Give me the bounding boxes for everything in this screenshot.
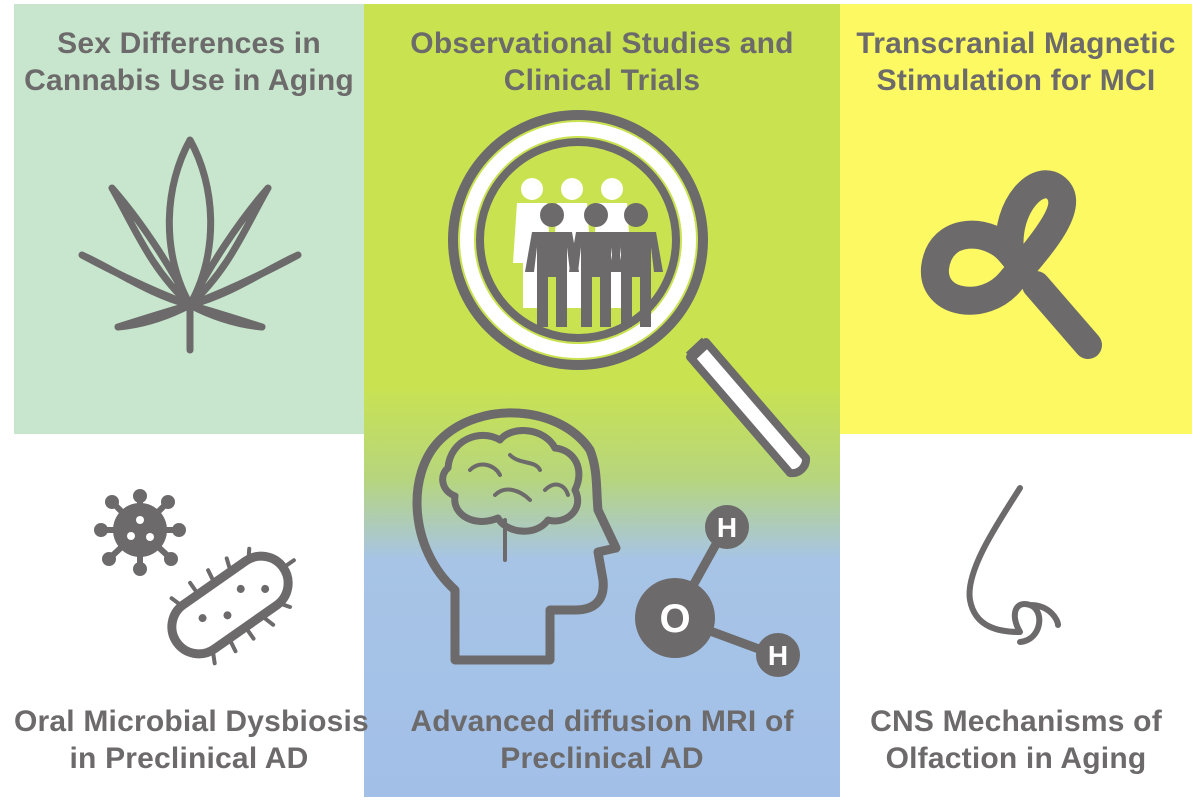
tms-title-line2: Stimulation for MCI	[876, 64, 1156, 97]
cns-title-line1: CNS Mechanisms of	[870, 705, 1162, 738]
tms-title: Transcranial Magnetic Stimulation for MC…	[840, 25, 1192, 99]
cannabis-title-line2: Cannabis Use in Aging	[24, 64, 354, 97]
hydrogen-label-top: H	[717, 512, 737, 543]
cns-title: CNS Mechanisms of Olfaction in Aging	[840, 703, 1192, 777]
oxygen-label: O	[659, 597, 690, 641]
oral-title: Oral Microbial Dysbiosis in Preclinical …	[14, 703, 369, 777]
studies-title-line1: Observational Studies and	[410, 27, 794, 60]
mri-title: Advanced diffusion MRI of Preclinical AD	[364, 703, 840, 777]
studies-title-line2: Clinical Trials	[503, 64, 701, 97]
tms-title-line1: Transcranial Magnetic	[856, 27, 1176, 60]
cannabis-title: Sex Differences in Cannabis Use in Aging	[14, 25, 364, 99]
cns-title-line2: Olfaction in Aging	[885, 742, 1147, 775]
hydrogen-label-bottom: H	[768, 640, 788, 671]
oral-title-line2: in Preclinical AD	[69, 742, 309, 775]
mri-title-line2: Preclinical AD	[500, 742, 704, 775]
mri-title-line1: Advanced diffusion MRI of	[410, 705, 794, 738]
cannabis-panel-background	[14, 4, 364, 434]
studies-title: Observational Studies and Clinical Trial…	[364, 25, 840, 99]
cannabis-title-line1: Sex Differences in	[57, 27, 321, 60]
oral-title-line1: Oral Microbial Dysbiosis	[14, 705, 369, 738]
